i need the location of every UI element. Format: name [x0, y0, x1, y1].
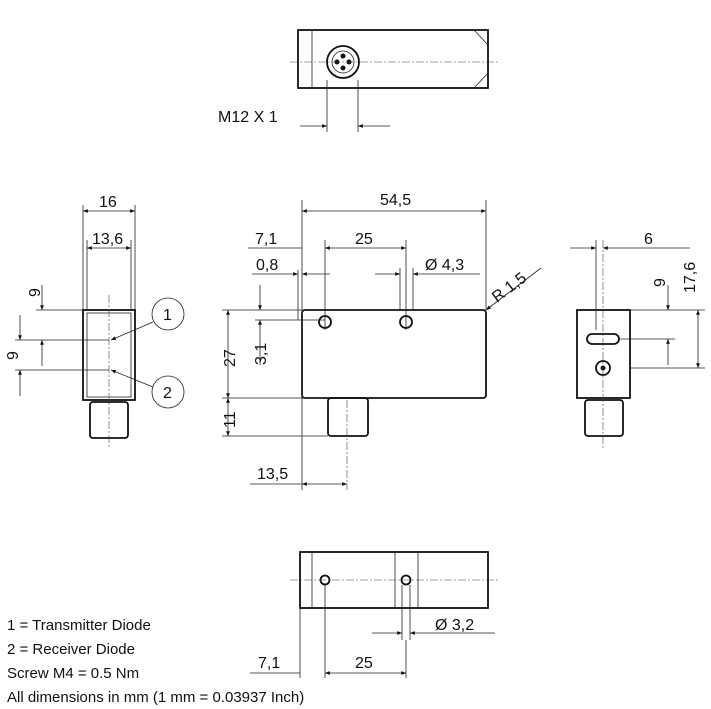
right-side-view: 6 9 17,6 [570, 231, 705, 450]
top-view: M12 X 1 [218, 29, 500, 132]
legend-screw-torque: Screw M4 = 0.5 Nm [7, 665, 140, 682]
legend-receiver: 2 = Receiver Diode [7, 641, 135, 658]
bottom-hole-diameter-label: Ø 3,2 [435, 617, 474, 634]
callout-1-label: 1 [163, 307, 172, 324]
height-label: 27 [222, 349, 239, 367]
legend-transmitter: 1 = Transmitter Diode [7, 617, 151, 634]
radius-label: R 1,5 [489, 270, 530, 307]
thread-label: M12 X 1 [218, 109, 278, 126]
hole-spacing-label: 25 [355, 231, 373, 248]
hole-offset-label: 7,1 [255, 231, 277, 248]
connector-offset-label: 13,5 [257, 466, 288, 483]
front-view: 54,5 7,1 25 0,8 Ø 4,3 R 1,5 27 3,1 11 13… [222, 192, 542, 490]
right-height-label: 17,6 [682, 262, 699, 293]
hole-depth-label: 3,1 [253, 343, 270, 365]
bottom-view: Ø 3,2 7,1 25 [250, 551, 500, 678]
edge-offset-label: 0,8 [256, 257, 278, 274]
length-label: 54,5 [380, 192, 411, 209]
hole-diameter-label: Ø 4,3 [425, 257, 464, 274]
width-label: 16 [99, 194, 117, 211]
callout-1 [151, 297, 185, 331]
right-width-label: 6 [644, 231, 653, 248]
callout-2 [151, 375, 185, 409]
callout-2-label: 2 [163, 385, 172, 402]
bottom-hole-offset-label: 7,1 [258, 655, 280, 672]
left-side-view: 16 13,6 9 9 1 2 [5, 194, 185, 448]
legend-units: All dimensions in mm (1 mm = 0.03937 Inc… [7, 689, 305, 706]
right-dim-9-label: 9 [652, 278, 669, 287]
dim-upper-label: 9 [27, 288, 44, 297]
bottom-hole-spacing-label: 25 [355, 655, 373, 672]
inner-width-label: 13,6 [92, 231, 123, 248]
connector-height-label: 11 [222, 411, 239, 428]
dim-lower-label: 9 [5, 351, 22, 360]
